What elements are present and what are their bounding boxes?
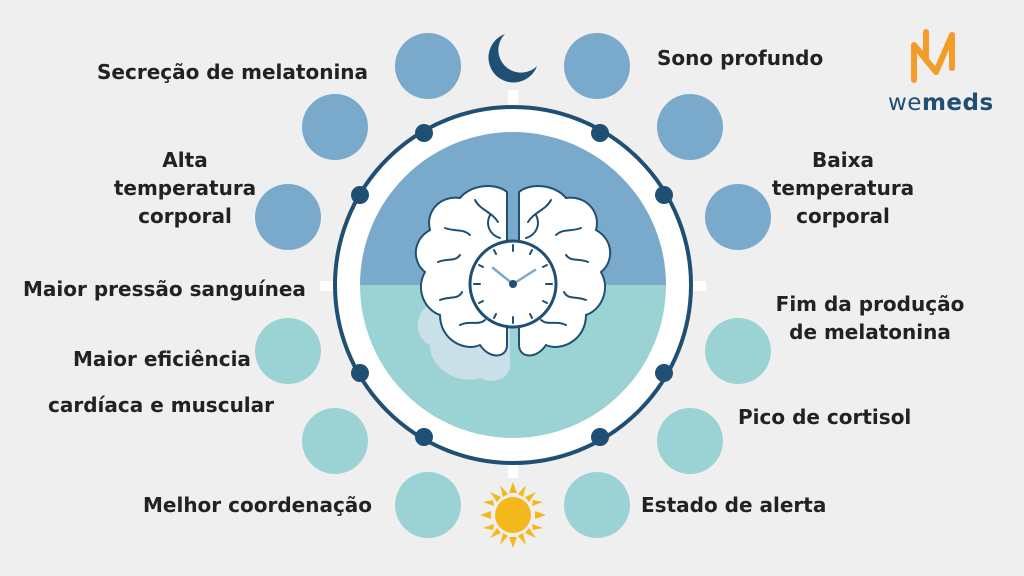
- tick-left: [320, 281, 338, 291]
- day-circle: [564, 472, 630, 538]
- ring-dot: [351, 186, 369, 204]
- label-sono-profundo: Sono profundo: [657, 46, 824, 70]
- label-fim-melatonina: Fim da produção de melatonina: [770, 290, 970, 346]
- label-melhor-coordenacao: Melhor coordenação: [143, 493, 373, 517]
- day-circle: [705, 318, 771, 384]
- moon-icon: [488, 34, 537, 83]
- label-fim-melatonina-line2: de melatonina: [789, 320, 951, 344]
- sun-icon: [480, 482, 546, 548]
- label-baixa-temp-line3: corporal: [796, 204, 890, 228]
- ring-dot: [655, 364, 673, 382]
- label-pico-cortisol: Pico de cortisol: [738, 405, 912, 429]
- night-circle: [302, 94, 368, 160]
- day-circle: [302, 408, 368, 474]
- night-circle: [564, 33, 630, 99]
- logo-we: we: [888, 90, 922, 116]
- wemeds-logo-icon: [911, 29, 955, 83]
- ring-dot: [655, 186, 673, 204]
- label-fim-melatonina-line1: Fim da produção: [775, 292, 965, 316]
- day-circle: [657, 408, 723, 474]
- tick-top: [508, 90, 518, 106]
- night-circle: [395, 33, 461, 99]
- label-alta-temp-line1: Alta: [162, 148, 208, 172]
- label-estado-alerta: Estado de alerta: [641, 493, 827, 517]
- logo-meds: meds: [921, 90, 994, 116]
- night-circle: [705, 184, 771, 250]
- ring-dot: [351, 364, 369, 382]
- label-maior-eficiencia-line1: Maior eficiência: [73, 347, 251, 371]
- ring-dot: [591, 428, 609, 446]
- brain-clock-icon: [414, 185, 612, 381]
- label-maior-pressao: Maior pressão sanguínea: [23, 277, 306, 301]
- ring-dot: [415, 124, 433, 142]
- label-alta-temp: Alta temperatura corporal: [110, 146, 260, 230]
- label-alta-temp-line3: corporal: [138, 204, 232, 228]
- tick-right: [688, 281, 706, 291]
- label-baixa-temp-line2: temperatura: [771, 176, 915, 200]
- tick-bottom: [508, 462, 518, 478]
- day-circle: [395, 472, 461, 538]
- label-baixa-temp-line1: Baixa: [812, 148, 874, 172]
- day-circle: [255, 318, 321, 384]
- label-alta-temp-line2: temperatura: [113, 176, 257, 200]
- label-secrecao-melatonina: Secreção de melatonina: [97, 60, 369, 84]
- night-circle: [657, 94, 723, 160]
- label-baixa-temp: Baixa temperatura corporal: [763, 146, 923, 230]
- label-maior-eficiencia-line2: cardíaca e muscular: [48, 393, 275, 417]
- night-circle: [255, 184, 321, 250]
- brand-logo: wemeds: [888, 90, 994, 116]
- ring-dot: [415, 428, 433, 446]
- ring-dot: [591, 124, 609, 142]
- ring-dots: [351, 124, 673, 446]
